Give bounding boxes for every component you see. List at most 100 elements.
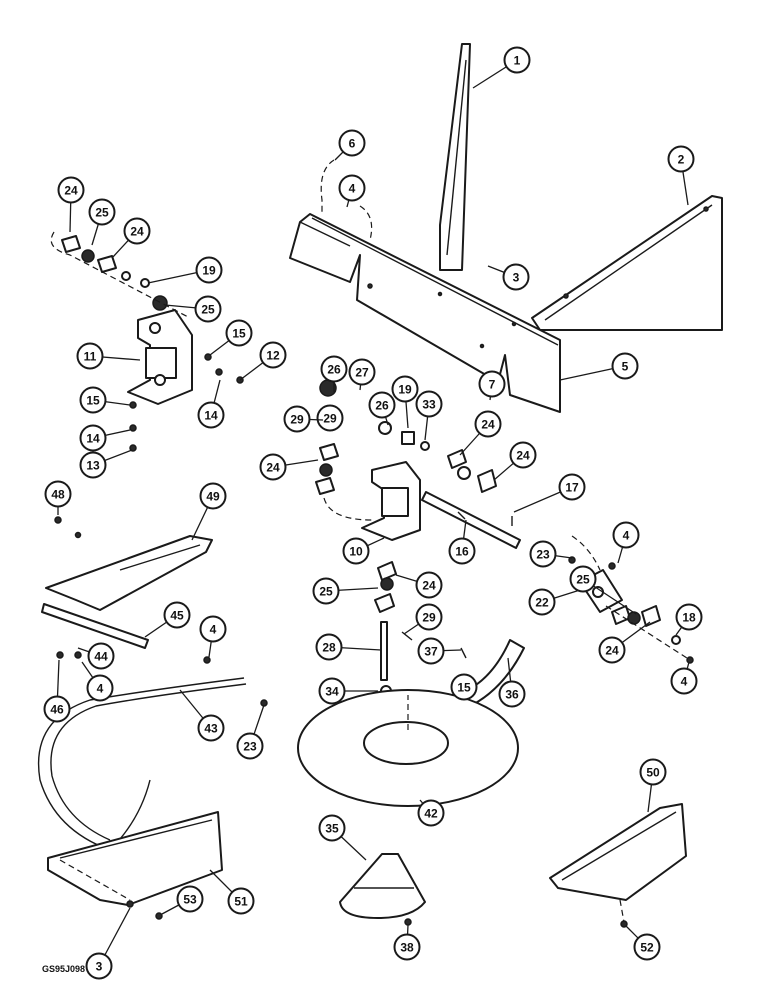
callout-bubble — [415, 603, 443, 631]
callout-bubble — [612, 521, 640, 549]
callout-label: 25 — [576, 573, 590, 587]
callout-label: 15 — [232, 327, 246, 341]
callout-bubble — [633, 933, 661, 961]
callout-label: 23 — [536, 548, 550, 562]
callout-bubble — [391, 375, 419, 403]
callout-label: 24 — [605, 644, 619, 658]
callout-label: 24 — [130, 225, 144, 239]
callout-label: 53 — [183, 893, 197, 907]
callout-label: 43 — [204, 722, 218, 736]
callout-bubble — [312, 577, 340, 605]
callout-label: 46 — [50, 703, 64, 717]
callout-label: 25 — [319, 585, 333, 599]
callout-bubble — [227, 887, 255, 915]
callout-bubble — [348, 358, 376, 386]
callout-label: 6 — [349, 137, 356, 151]
callout-label: 24 — [481, 418, 495, 432]
callout-bubble — [320, 355, 348, 383]
part-44-strip — [41, 603, 149, 649]
callout-label: 24 — [516, 449, 530, 463]
callout-label: 50 — [646, 766, 660, 780]
callout-bubble — [163, 601, 191, 629]
callout-bubble — [478, 370, 506, 398]
part-34-hub — [339, 853, 426, 919]
callout-label: 24 — [422, 579, 436, 593]
callout-bubble — [502, 263, 530, 291]
callout-bubble — [598, 636, 626, 664]
callout-label: 5 — [622, 360, 629, 374]
callout-label: 3 — [96, 960, 103, 974]
callout-label: 35 — [325, 822, 339, 836]
callout-bubble — [79, 451, 107, 479]
callout-bubble — [88, 198, 116, 226]
callout-bubble — [236, 732, 264, 760]
callout-label: 25 — [201, 303, 215, 317]
callout-label: 3 — [513, 271, 520, 285]
callout-label: 38 — [400, 941, 414, 955]
callout-bubble — [85, 952, 113, 980]
small-fasteners-left — [54, 353, 244, 539]
part-5-deflector-panel — [289, 213, 561, 413]
part-2-triangular-panel — [531, 195, 723, 331]
callout-bubble — [368, 391, 396, 419]
callout-bubble — [197, 714, 225, 742]
drawing-code: GS95J098 — [42, 964, 85, 974]
callout-label: 15 — [457, 681, 471, 695]
callout-bubble — [316, 404, 344, 432]
callout-bubble — [338, 174, 366, 202]
callout-bubble — [509, 441, 537, 469]
callout-bubble — [569, 565, 597, 593]
callout-label: 4 — [349, 182, 356, 196]
part-48-shield — [45, 535, 213, 611]
callout-label: 15 — [86, 394, 100, 408]
callout-bubble — [194, 295, 222, 323]
callout-label: 19 — [202, 264, 216, 278]
callout-label: 29 — [323, 412, 337, 426]
callout-bubble — [43, 695, 71, 723]
callout-label: 44 — [94, 650, 108, 664]
callout-bubble — [611, 352, 639, 380]
callout-bubble — [675, 603, 703, 631]
callout-label: 10 — [349, 545, 363, 559]
part-38-disc — [297, 689, 519, 807]
callout-label: 14 — [204, 409, 218, 423]
callout-label: 52 — [640, 941, 654, 955]
callout-bubble — [259, 341, 287, 369]
callout-bubble — [528, 588, 556, 616]
part-22-plate — [568, 535, 694, 664]
callout-label: 2 — [678, 153, 685, 167]
callout-label: 29 — [290, 413, 304, 427]
callout-label: 1 — [514, 54, 521, 68]
callout-label: 37 — [424, 645, 438, 659]
callout-label: 34 — [325, 685, 339, 699]
callout-label: 4 — [681, 675, 688, 689]
callout-bubble — [79, 386, 107, 414]
callout-label: 7 — [489, 378, 496, 392]
callout-label: 48 — [51, 488, 65, 502]
callout-label: 49 — [206, 490, 220, 504]
callout-label: 51 — [234, 895, 248, 909]
callout-bubble — [195, 256, 223, 284]
callout-bubble — [199, 482, 227, 510]
callout-label: 26 — [375, 399, 389, 413]
callout-label: 11 — [84, 350, 97, 364]
callout-bubble — [176, 885, 204, 913]
callout-bubble — [199, 615, 227, 643]
part-49-shield — [549, 803, 687, 901]
callout-label: 25 — [95, 206, 109, 220]
callout-bubble — [86, 674, 114, 702]
callout-label: 14 — [86, 432, 100, 446]
callout-label: 33 — [422, 398, 436, 412]
callout-label: 16 — [455, 545, 469, 559]
callout-label: 12 — [266, 349, 280, 363]
callout-bubble — [670, 667, 698, 695]
callout-label: 23 — [243, 740, 257, 754]
callout-label: 42 — [424, 807, 438, 821]
part-1-vertical-plate — [439, 43, 471, 271]
callout-label: 29 — [422, 611, 436, 625]
callout-bubble — [417, 799, 445, 827]
callout-bubble — [338, 129, 366, 157]
callout-bubble — [415, 571, 443, 599]
part-27-rod — [380, 621, 388, 681]
